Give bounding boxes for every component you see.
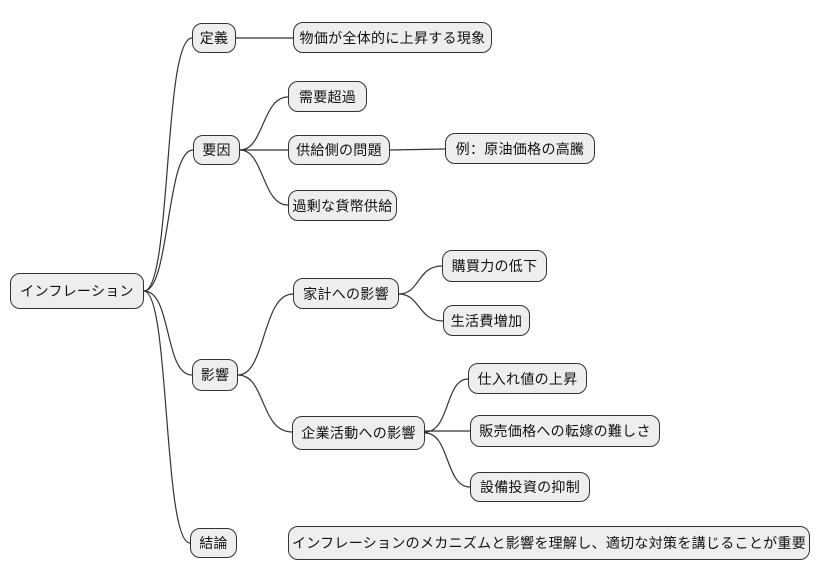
node-kigyo: 企業活動への影響 [292, 416, 425, 450]
node-root: インフレーション [10, 273, 144, 309]
edge-yoin-juyo [239, 96, 289, 151]
node-kyokyu: 供給側の問題 [288, 135, 390, 165]
edge-root-yoin [143, 149, 194, 292]
edge-kakei-kobai [398, 265, 443, 295]
edge-kigyo-setsubi [424, 432, 471, 488]
edge-yoin-kajo [239, 149, 289, 206]
node-genyu: 例：原油価格の高騰 [445, 133, 595, 164]
edge-root-eikyo [143, 290, 193, 376]
edge-eikyo-kakei [237, 293, 294, 376]
edge-root-teigi [143, 37, 193, 292]
edge-kakei-seikatsu [398, 293, 444, 322]
node-yoin: 要因 [193, 135, 240, 165]
edge-kigyo-shiire [424, 378, 469, 433]
edge-eikyo-kigyo [237, 374, 293, 433]
edge-root-ketsuron [143, 290, 191, 544]
node-kobai: 購買力の低下 [442, 250, 547, 282]
node-teigi_desc: 物価が全体的に上昇する現象 [293, 22, 492, 53]
node-kakei: 家計への影響 [293, 278, 399, 309]
node-seikatsu: 生活費増加 [443, 305, 530, 336]
node-ketsuron: 結論 [190, 528, 237, 558]
node-kajo: 過剰な貨幣供給 [288, 190, 397, 221]
node-shiire: 仕入れ値の上昇 [468, 363, 587, 394]
edge-kyokyu-genyu [389, 148, 446, 151]
node-juyo: 需要超過 [288, 81, 367, 112]
node-ketsuron_desc: インフレーションのメカニズムと影響を理解し、適切な対策を講じることが重要 [288, 526, 810, 560]
node-setsubi: 設備投資の抑制 [470, 472, 590, 502]
node-hanbai: 販売価格への転嫁の難しさ [470, 415, 660, 447]
node-teigi: 定義 [192, 23, 236, 53]
node-eikyo: 影響 [192, 359, 238, 391]
